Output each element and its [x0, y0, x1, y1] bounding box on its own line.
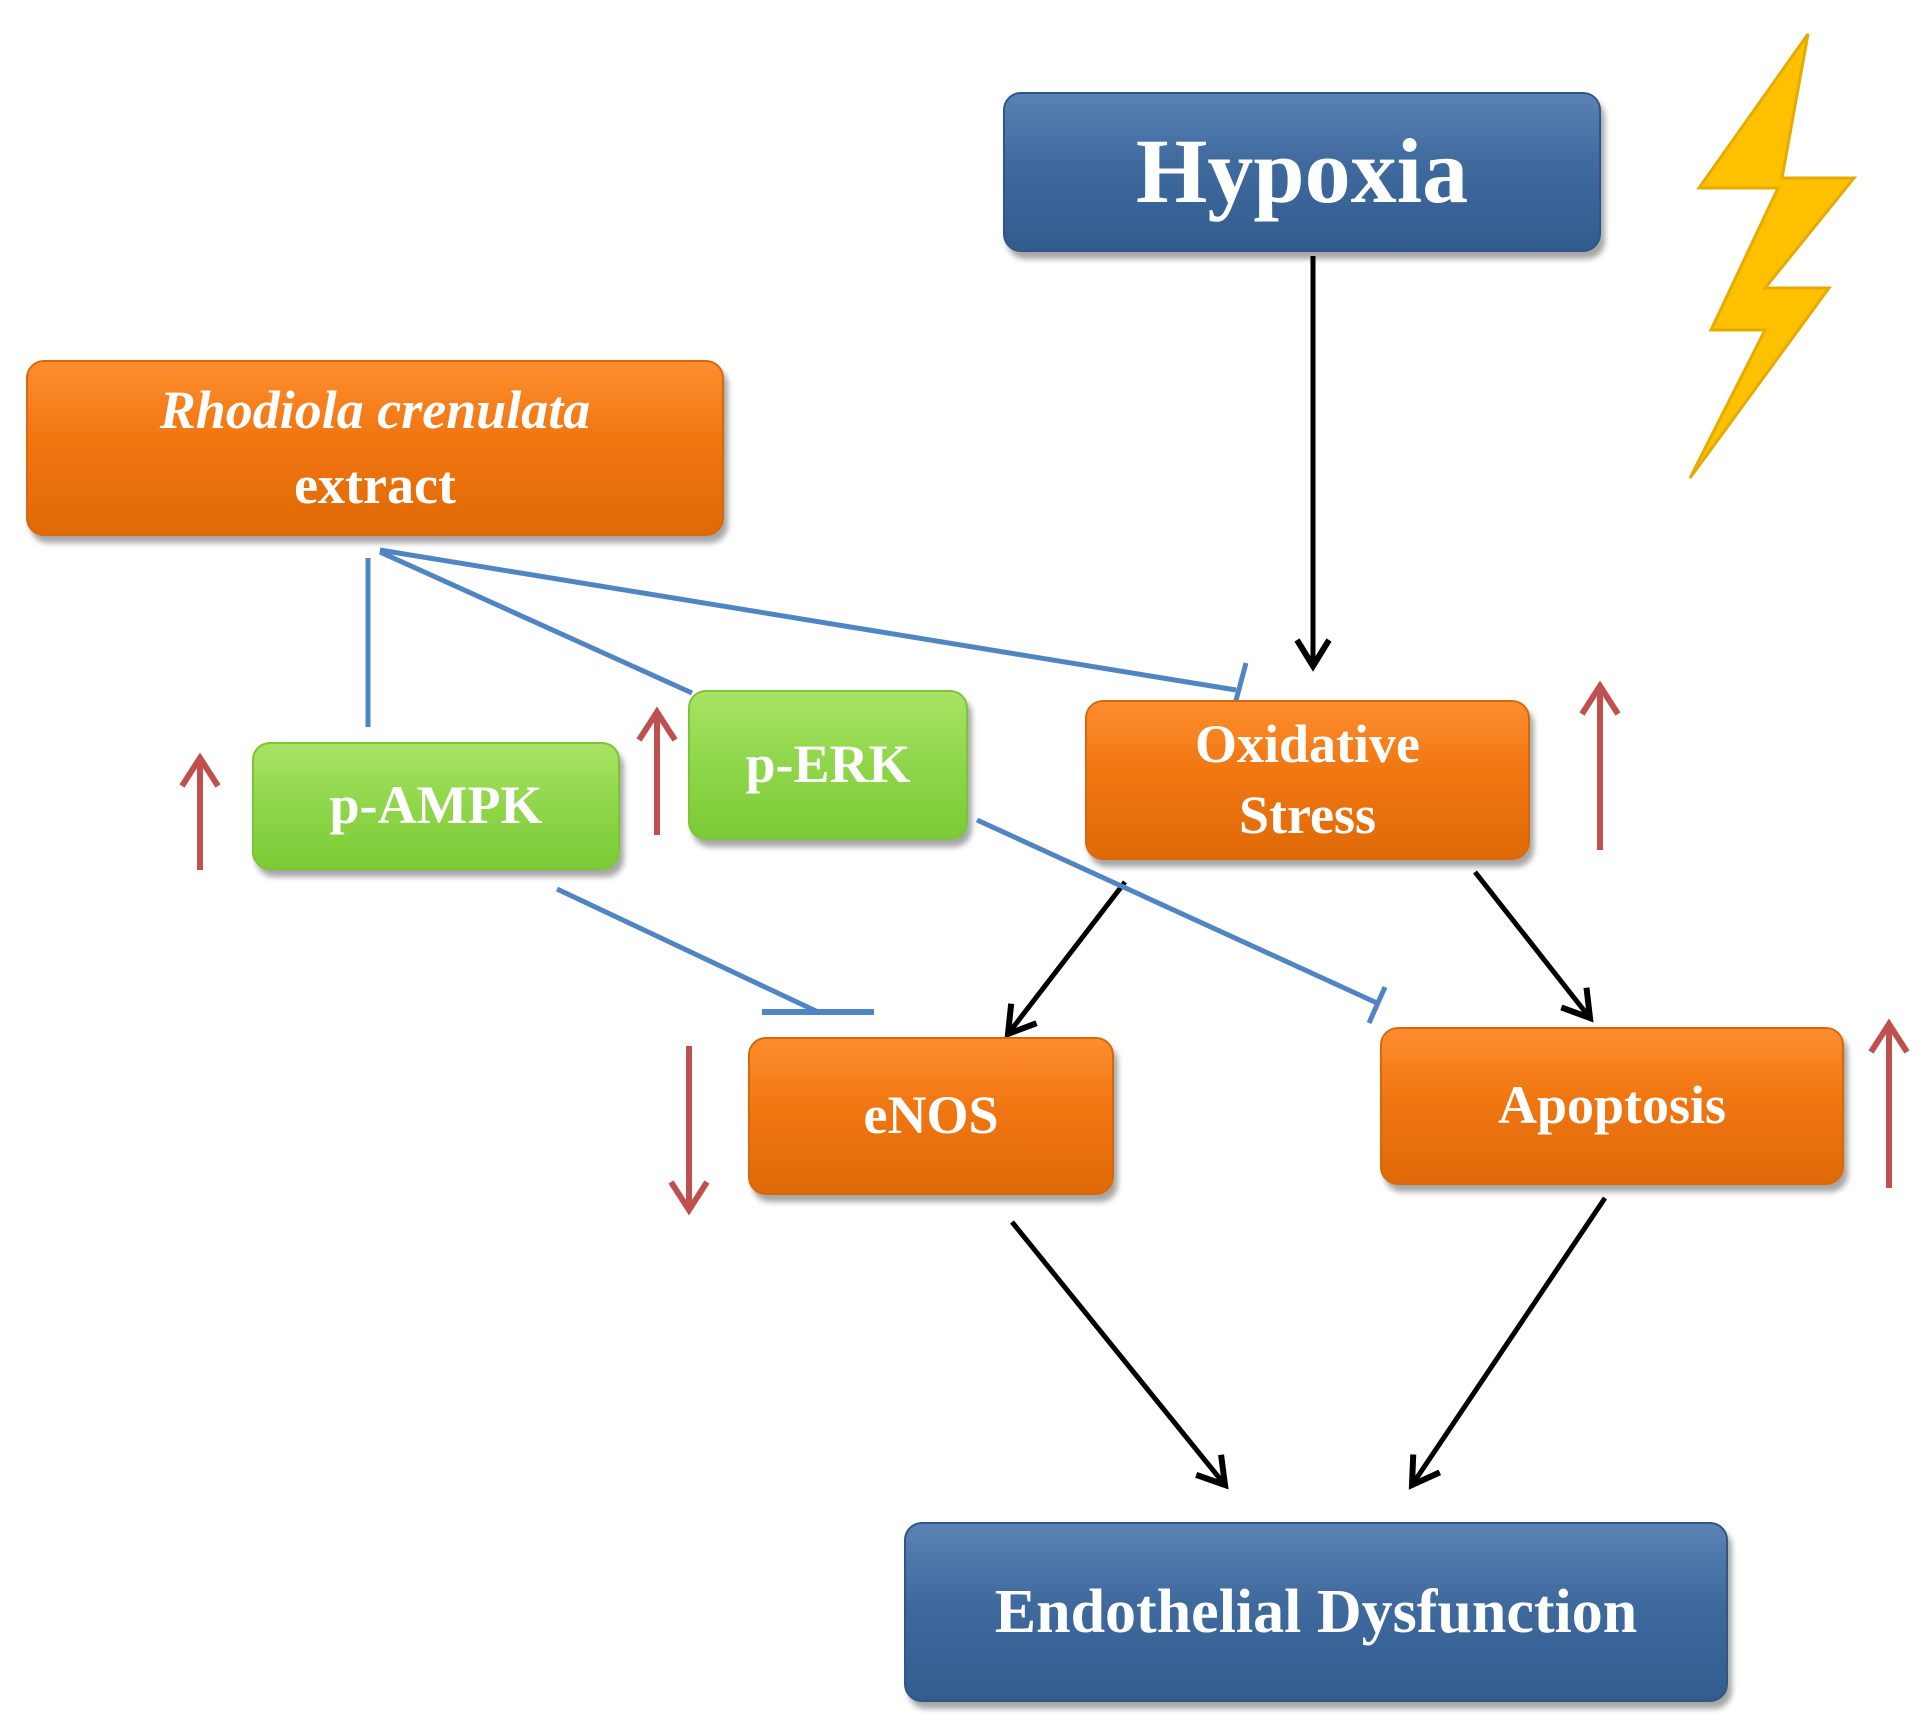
hypoxia-node: Hypoxia — [1003, 92, 1601, 252]
extract-species-label: Rhodiola crenulata — [159, 379, 591, 440]
endothelial-dysfunction-node: Endothelial Dysfunction — [904, 1522, 1728, 1702]
oxidative-stress-label-line2: Stress — [1238, 785, 1376, 845]
p-ampk-label: p-AMPK — [329, 775, 543, 836]
inhibition-p-erk-to-apoptosis — [975, 817, 1379, 1006]
enos-node: eNOS — [748, 1037, 1114, 1195]
inhibition-p-ampk-to-enos — [555, 886, 820, 1015]
extract-label: extract — [294, 455, 456, 515]
arrow-oxidative-stress-to-apoptosis — [1473, 870, 1594, 1023]
enos-label: eNOS — [863, 1085, 999, 1146]
arrow-oxidative-stress-to-enos — [1004, 880, 1127, 1039]
p-erk-node: p-ERK — [688, 690, 968, 840]
endothelial-dysfunction-label: Endothelial Dysfunction — [994, 1577, 1638, 1646]
p-ampk-node: p-AMPK — [252, 742, 620, 870]
lightning-bolt-icon — [1688, 33, 1858, 479]
inhibition-bar-apoptosis — [1366, 985, 1388, 1025]
rhodiola-extract-node: Rhodiola crenulata extract — [26, 360, 724, 536]
oxidative-stress-node: Oxidative Stress — [1085, 700, 1530, 860]
arrow-enos-to-endothelial-dysfunction — [1010, 1220, 1229, 1490]
hypoxia-label: Hypoxia — [1135, 120, 1469, 223]
oxidative-stress-label-line1: Oxidative — [1195, 713, 1420, 774]
apoptosis-node: Apoptosis — [1380, 1027, 1844, 1185]
arrow-apoptosis-to-endothelial-dysfunction — [1408, 1196, 1608, 1490]
inhibition-extract-to-oxidative-stress — [379, 547, 1237, 693]
link-extract-to-p-erk — [378, 549, 694, 696]
apoptosis-label: Apoptosis — [1497, 1075, 1727, 1136]
p-erk-label: p-ERK — [745, 734, 911, 795]
